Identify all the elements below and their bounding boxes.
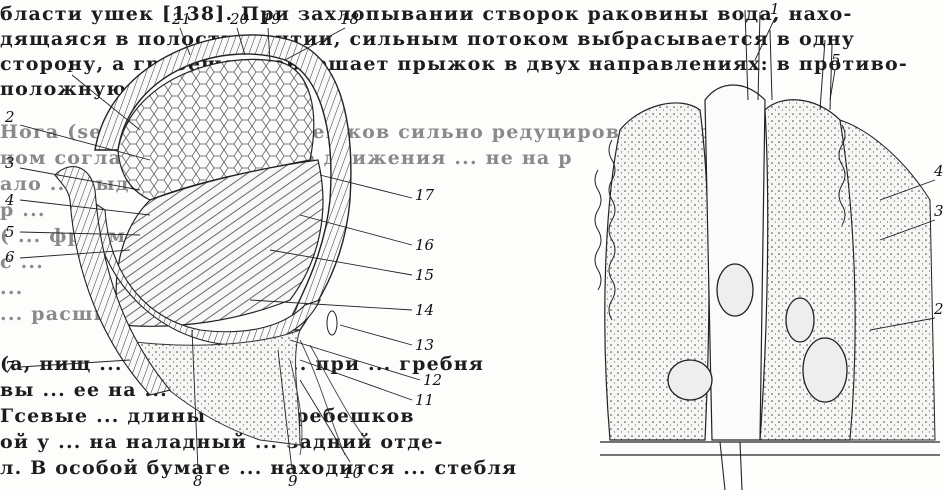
nucleus: [786, 298, 814, 342]
figure-label: 5: [831, 51, 841, 69]
figure-label: 9: [288, 472, 298, 490]
figure-label: 20: [229, 10, 250, 28]
figure-label: 1: [770, 0, 780, 18]
figure-label: 21: [171, 10, 191, 28]
figure-label: 3: [934, 202, 944, 220]
small-vessel: [327, 311, 337, 335]
figure-label: 4: [933, 162, 944, 180]
figure-label: 1: [66, 58, 76, 76]
figure-label: 14: [415, 301, 434, 319]
nucleus: [668, 360, 712, 400]
figure-label: 16: [415, 236, 435, 254]
right-figure: 1 5 4 3 2: [595, 0, 944, 490]
figure-label: 8: [193, 472, 203, 490]
nucleus: [717, 264, 753, 316]
figure-label: 12: [423, 371, 442, 389]
figure-label: 13: [415, 336, 434, 354]
left-figure: 1 2 3 4 5 6 7 8 9 10 11 12 13 14 15 16 1…: [4, 10, 442, 490]
figure-label: 11: [415, 391, 434, 409]
nucleus: [803, 338, 847, 402]
epithelial-cell-edge: [840, 120, 935, 440]
figure-label: 18: [340, 10, 359, 28]
figure-label: 6: [5, 248, 15, 266]
figure-label: 7: [5, 358, 15, 376]
figure-label: 4: [4, 191, 15, 209]
figure-label: 3: [5, 154, 15, 172]
epithelial-cell-center: [705, 85, 765, 440]
figure-label: 2: [4, 108, 15, 126]
figure-label: 2: [933, 300, 944, 318]
figure-label: 10: [343, 464, 363, 482]
figure-label: 19: [262, 10, 282, 28]
figure-label: 5: [5, 223, 15, 241]
figure-label: 15: [415, 266, 434, 284]
figure-label: 17: [415, 186, 435, 204]
